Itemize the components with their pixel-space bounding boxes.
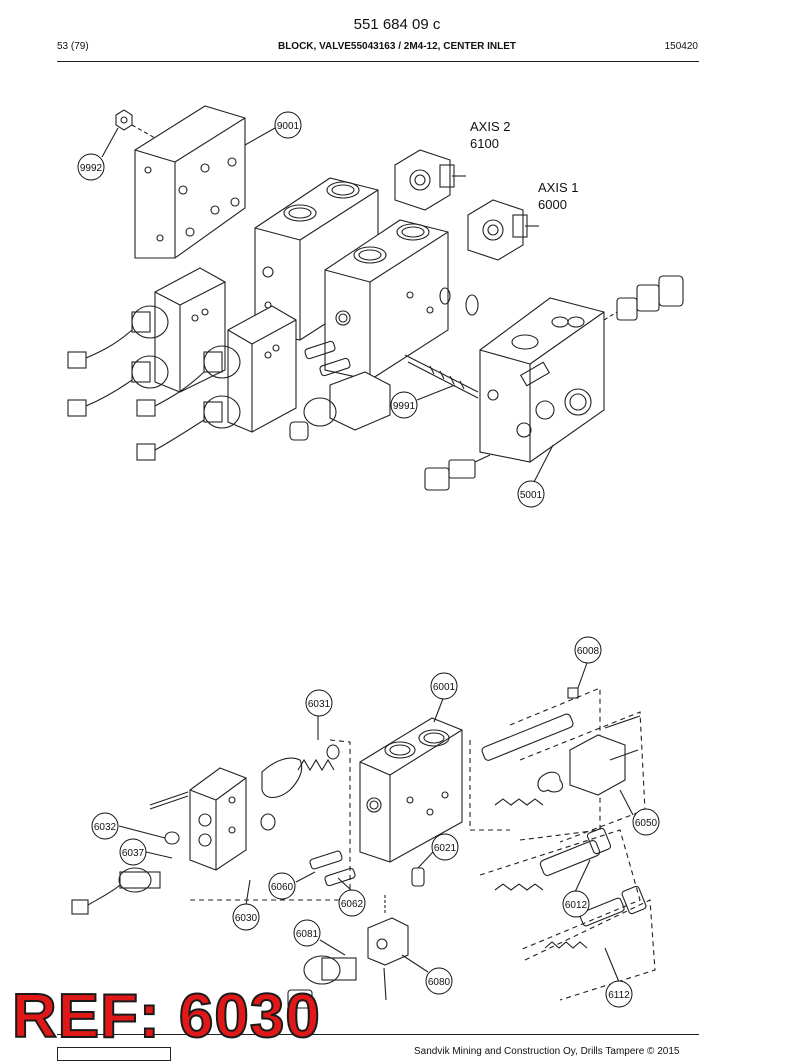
center-valve-body-drawing: [359, 717, 463, 863]
page-title: BLOCK, VALVE55043163 / 2M4-12, CENTER IN…: [277, 41, 517, 52]
ref-stamp: REF: 6030: [11, 981, 321, 1052]
axis2-code: 6100: [470, 136, 499, 151]
tie-rod-drawing: [404, 354, 479, 399]
callout-6112: [605, 980, 633, 1008]
solenoid-6037-drawing: [71, 867, 161, 915]
explode-guides: [190, 687, 656, 1001]
callout-text: 9001: [277, 121, 300, 132]
callout-text: 5001: [520, 490, 543, 501]
callout-6021: [431, 833, 459, 861]
axis2-name: AXIS 2: [470, 119, 511, 134]
doc-number: 551 684 09 c: [353, 16, 441, 33]
callout-text: 6037: [122, 848, 145, 859]
callout-text: 6080: [428, 977, 451, 988]
axis1-code: 6000: [538, 197, 567, 212]
callout-text: 9991: [393, 401, 416, 412]
spool-assembly-drawing: [481, 687, 641, 796]
callout-6031: [305, 689, 333, 717]
callout-text: 6030: [235, 913, 258, 924]
footer-rule: [57, 1034, 699, 1035]
callout-6037: [119, 838, 147, 866]
end-plate-drawing: [134, 105, 246, 259]
cartridges-drawing: [494, 798, 647, 949]
solenoid-section-2-drawing: [203, 305, 297, 433]
callout-text: 6081: [296, 929, 319, 940]
axis1-label: AXIS 1 6000: [538, 179, 578, 213]
callout-text: 6112: [608, 990, 630, 1001]
callout-text: 9992: [80, 163, 103, 174]
callout-6080: [425, 967, 453, 995]
callout-9991: [390, 391, 418, 419]
solenoid-6081-drawing: [287, 955, 357, 1009]
axis1-cover-drawing: [467, 199, 539, 261]
callout-9001: [274, 111, 302, 139]
valve-section-front-drawing: [324, 219, 449, 381]
page-indicator: 53 (79): [57, 41, 89, 52]
callout-6032: [91, 812, 119, 840]
pressure-valve-drawing: [289, 340, 391, 441]
callout-6050: [632, 808, 660, 836]
date-code: 150420: [664, 41, 698, 52]
callout-text: 6012: [565, 900, 588, 911]
relief-cartridge-drawing: [424, 454, 491, 491]
header-rule: [57, 61, 699, 62]
callouts-top: [77, 111, 545, 508]
callout-text: 6060: [271, 882, 294, 893]
block-6080-drawing: [367, 895, 409, 1001]
callout-6060: [268, 872, 296, 900]
callout-text: 6008: [577, 646, 600, 657]
nut-drawing: [115, 109, 156, 139]
inlet-block-drawing: [479, 297, 605, 463]
callout-5001: [517, 480, 545, 508]
callout-text: 6031: [308, 699, 331, 710]
port-fitting-drawing: [603, 275, 684, 321]
callout-text: 6001: [433, 682, 456, 693]
axis2-cover-drawing: [394, 149, 466, 211]
spring-6031-drawing: [297, 744, 340, 772]
solenoid-section-1-drawing: [131, 267, 226, 393]
callout-text: 6050: [635, 818, 658, 829]
callout-text: 6032: [94, 822, 117, 833]
callout-6062: [338, 889, 366, 917]
axis1-name: AXIS 1: [538, 180, 579, 195]
callout-text: 6062: [341, 899, 364, 910]
end-block-6030-drawing: [189, 767, 247, 871]
callout-6030: [232, 903, 260, 931]
connector-plugs-drawing: [67, 329, 205, 461]
footer-copyright: Sandvik Mining and Construction Oy, Dril…: [414, 1046, 680, 1057]
callout-6012: [562, 890, 590, 918]
callout-9992: [77, 153, 105, 181]
callout-6001: [430, 672, 458, 700]
callouts-bottom: [91, 636, 660, 1008]
callout-6008: [574, 636, 602, 664]
axis2-label: AXIS 2 6100: [470, 118, 510, 152]
callout-6081: [293, 919, 321, 947]
callout-text: 6021: [434, 843, 457, 854]
